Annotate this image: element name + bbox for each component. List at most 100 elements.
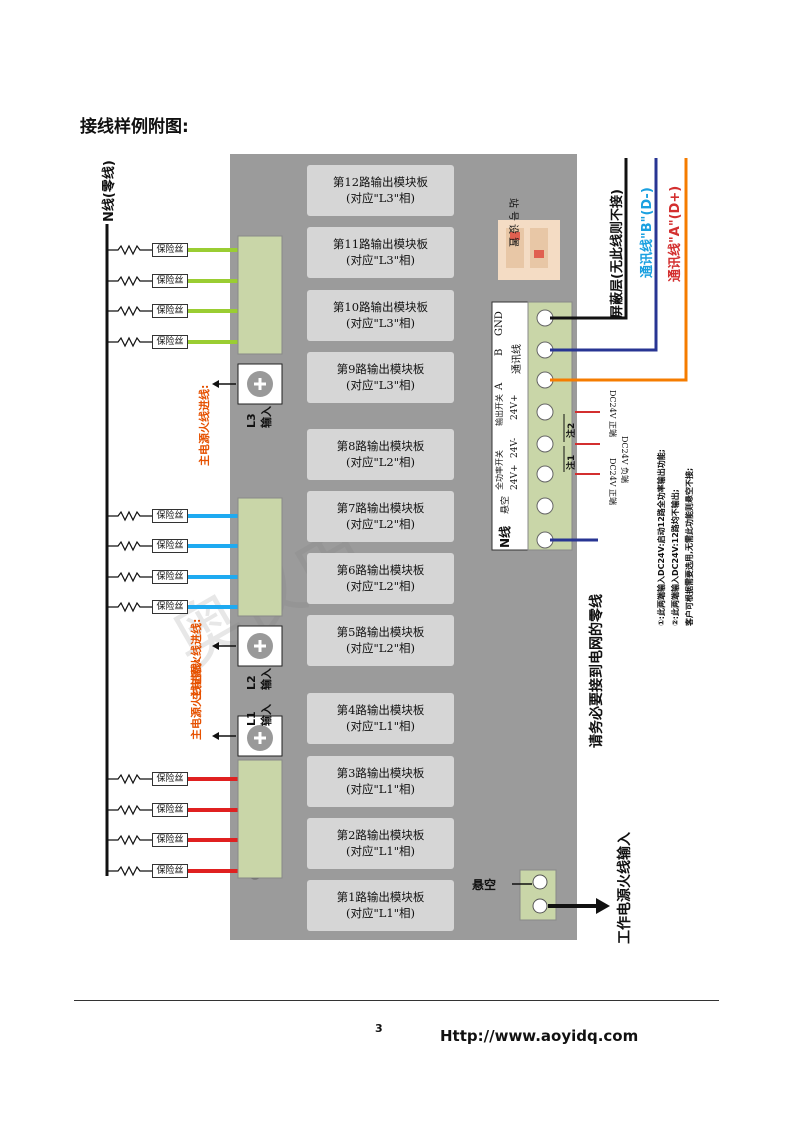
b-label: B bbox=[494, 348, 505, 356]
module-title: 第6路输出模块板 bbox=[336, 563, 425, 577]
resistor-zigzag bbox=[107, 865, 152, 877]
module-title: 第8路输出模块板 bbox=[336, 439, 425, 453]
module-phase: (对应"L3"相) bbox=[345, 316, 415, 330]
module-phase: (对应"L1"相) bbox=[345, 906, 415, 920]
module-card-1: 第1路输出模块板 (对应"L1"相) bbox=[307, 880, 454, 931]
module-phase: (对应"L2"相) bbox=[345, 579, 415, 593]
module-card-9: 第9路输出模块板 (对应"L3"相) bbox=[307, 352, 454, 403]
n-line-short-label: N线 bbox=[498, 525, 512, 548]
module-card-7: 第7路输出模块板 (对应"L2"相) bbox=[307, 491, 454, 542]
v24p2-label: 24V+ bbox=[510, 464, 520, 491]
float-label: 悬空 bbox=[472, 878, 497, 892]
page-number: 3 bbox=[375, 1022, 383, 1035]
n-must-label: 请务必要接到电网的零线 bbox=[589, 594, 605, 748]
station-set-label: 站号设置 bbox=[507, 198, 518, 250]
comm-b-label: 通讯线"B"(D-) bbox=[640, 187, 655, 278]
resistor-zigzag bbox=[107, 773, 152, 785]
module-phase: (对应"L1"相) bbox=[345, 719, 415, 733]
float-terminal-label: 悬空 bbox=[501, 495, 511, 514]
module-card-5: 第5路输出模块板 (对应"L2"相) bbox=[307, 615, 454, 666]
resistor-zigzag bbox=[107, 601, 152, 613]
fuse-box: 保险丝 bbox=[152, 304, 188, 318]
fuse-box: 保险丝 bbox=[152, 539, 188, 553]
a-label: A bbox=[494, 382, 505, 390]
fuse-box: 保险丝 bbox=[152, 864, 188, 878]
fuse-box: 保险丝 bbox=[152, 335, 188, 349]
page-title: 接线样例附图: bbox=[80, 117, 189, 137]
note-text-2: ②:此两端输入DC24V:12路均不输出; bbox=[671, 489, 680, 626]
module-phase: (对应"L2"相) bbox=[345, 641, 415, 655]
full-power-switch-label: 全功率开关 bbox=[495, 450, 504, 490]
output-switch-label: 输出开关 bbox=[495, 394, 504, 426]
module-title: 第5路输出模块板 bbox=[336, 625, 425, 639]
note-text-3: 客户可根据需要选用,无需此功能则悬空不接; bbox=[685, 467, 694, 626]
module-card-6: 第6路输出模块板 (对应"L2"相) bbox=[307, 553, 454, 604]
n-line-label: N线(零线) bbox=[102, 160, 117, 222]
module-card-4: 第4路输出模块板 (对应"L1"相) bbox=[307, 693, 454, 744]
footer-url: Http://www.aoyidq.com bbox=[440, 1027, 639, 1045]
right-terminal-screw bbox=[536, 403, 554, 421]
fuse-box: 保险丝 bbox=[152, 243, 188, 257]
v24m-label: 24V- bbox=[510, 437, 520, 458]
resistor-zigzag bbox=[107, 571, 152, 583]
module-phase: (对应"L3"相) bbox=[345, 253, 415, 267]
resistor-zigzag bbox=[107, 540, 152, 552]
comm-a-label: 通讯线"A"(D+) bbox=[668, 185, 683, 282]
module-card-12: 第12路输出模块板 (对应"L3"相) bbox=[307, 165, 454, 216]
gnd-label: GND bbox=[494, 311, 505, 336]
module-title: 第2路输出模块板 bbox=[336, 828, 425, 842]
fuse-box: 保险丝 bbox=[152, 570, 188, 584]
dc-neg-label: DC24V 负端 bbox=[620, 436, 629, 484]
resistor-zigzag bbox=[107, 834, 152, 846]
dc-pos2-label: DC24V 正端 bbox=[608, 458, 617, 506]
shield-label: 屏蔽层(无此线则不接) bbox=[610, 189, 625, 318]
note2-label: 注2 bbox=[567, 422, 577, 438]
note1-label: 注1 bbox=[567, 454, 577, 470]
fuse-box: 保险丝 bbox=[152, 509, 188, 523]
main-fire-l3-label: 主电源火线进线: bbox=[198, 384, 211, 466]
fuse-box: 保险丝 bbox=[152, 772, 188, 786]
dc-pos-label: DC24V 正端 bbox=[608, 390, 617, 438]
comm-line-label: 通讯线 bbox=[512, 344, 523, 374]
module-title: 第4路输出模块板 bbox=[336, 703, 425, 717]
module-phase: (对应"L2"相) bbox=[345, 455, 415, 469]
fuse-box: 保险丝 bbox=[152, 803, 188, 817]
main-fire-l1-label: 主电源火线进线: bbox=[190, 658, 203, 740]
module-title: 第9路输出模块板 bbox=[336, 362, 425, 376]
module-card-8: 第8路输出模块板 (对应"L2"相) bbox=[307, 429, 454, 480]
module-title: 第12路输出模块板 bbox=[332, 175, 429, 189]
module-card-2: 第2路输出模块板 (对应"L1"相) bbox=[307, 818, 454, 869]
resistor-zigzag bbox=[107, 336, 152, 348]
work-power-label: 工作电源火线输入 bbox=[617, 832, 633, 944]
right-terminal-screw bbox=[536, 435, 554, 453]
module-title: 第3路输出模块板 bbox=[336, 766, 425, 780]
module-phase: (对应"L3"相) bbox=[345, 191, 415, 205]
module-phase: (对应"L1"相) bbox=[345, 782, 415, 796]
module-title: 第1路输出模块板 bbox=[336, 890, 425, 904]
module-phase: (对应"L3"相) bbox=[345, 378, 415, 392]
module-card-11: 第11路输出模块板 (对应"L3"相) bbox=[307, 227, 454, 278]
module-phase: (对应"L1"相) bbox=[345, 844, 415, 858]
fuse-box: 保险丝 bbox=[152, 600, 188, 614]
module-phase: (对应"L2"相) bbox=[345, 517, 415, 531]
fuse-box: 保险丝 bbox=[152, 274, 188, 288]
resistor-zigzag bbox=[107, 510, 152, 522]
footer-divider bbox=[74, 1000, 719, 1001]
module-card-10: 第10路输出模块板 (对应"L3"相) bbox=[307, 290, 454, 341]
module-card-3: 第3路输出模块板 (对应"L1"相) bbox=[307, 756, 454, 807]
module-title: 第10路输出模块板 bbox=[332, 300, 429, 314]
right-terminal-screw bbox=[536, 465, 554, 483]
resistor-zigzag bbox=[107, 305, 152, 317]
v24p-label: 24V+ bbox=[510, 394, 520, 421]
module-title: 第11路输出模块板 bbox=[332, 237, 429, 251]
right-terminal-screw bbox=[536, 497, 554, 515]
module-title: 第7路输出模块板 bbox=[336, 501, 425, 515]
note-text-1: ①:此两端输入DC24V:启动12路全功率输出功能; bbox=[657, 449, 666, 626]
resistor-zigzag bbox=[107, 275, 152, 287]
fuse-box: 保险丝 bbox=[152, 833, 188, 847]
resistor-zigzag bbox=[107, 804, 152, 816]
